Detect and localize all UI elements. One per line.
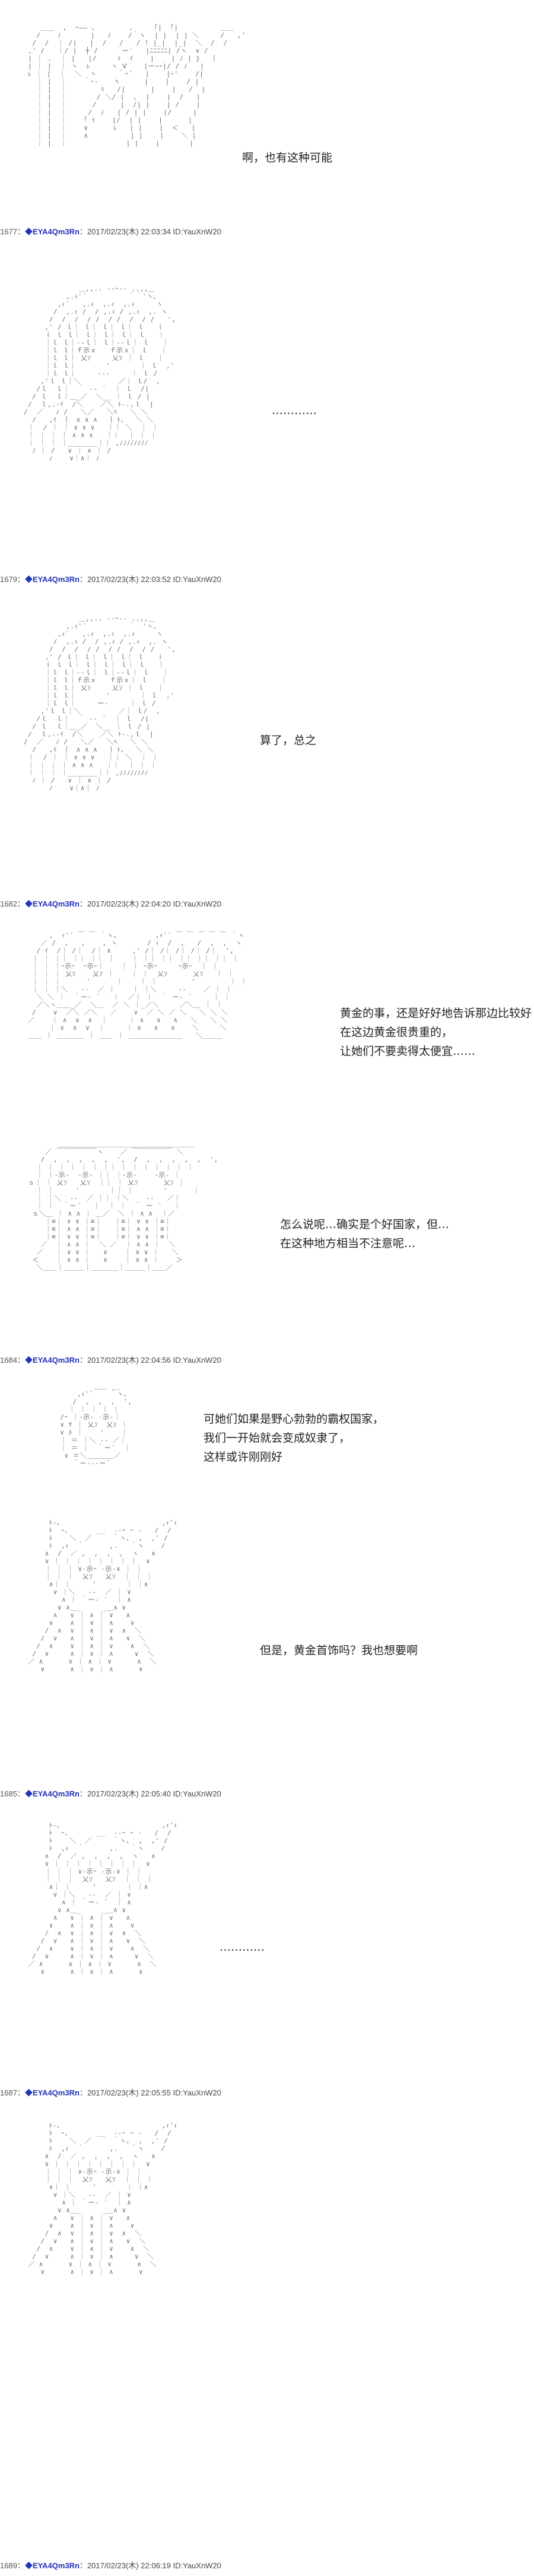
dialogue-line-4a: 黄金的事，还是好好地告诉那边比较好 (340, 1007, 532, 1020)
ascii-art-figure: ＿,,.. -‐ｰ‐- ..,,＿ ,.ｨ'´ ｀｀'ヽ､ ,ｨ´ ,.ｨ ,.… (24, 285, 176, 462)
dialogue-line-4b: 在这边黄金很贵重的， (340, 1026, 453, 1039)
trip-diamond-icon: ◆ (24, 1789, 33, 1798)
poster-name[interactable]: EYA4Qm3Rn (32, 1356, 80, 1365)
ascii-art-figure: ＿＿＿＿＿＿＿＿＿＿＿＿＿＿＿＿＿＿＿＿ ／ ￣￣￣￣￣￣ヽ ／ ￣￣￣￣￣￣ … (28, 1140, 218, 1271)
ascii-art-figure: ＿＿ , ｰ―― ､ , ｢| ｢| ＿＿ / ﾉ | ﾉ /｀ヽ | | | … (28, 24, 246, 147)
ascii-art-figure: ﾄ-､ ,ｨ'ｨ ﾄ ｰ、 __ -‐ｰ ｰ ‐ / / ﾄ ＼ ／ ｀ヽ､ ,… (28, 1519, 178, 1673)
ascii-art-figure: ＿,,.. -‐ｰ‐- ..,,＿ ,.ｨ'´ ｀｀'ヽ､ ,ｨ´ ,.ｨ ,.… (24, 615, 176, 792)
post-number[interactable]: 1682 (0, 899, 17, 908)
trip-diamond-icon: ◆ (24, 899, 33, 908)
post-header: 1682：◆EYA4Qm3Rn：2017/02/23(木) 22:04:20 I… (0, 899, 221, 908)
post-header: 1679：◆EYA4Qm3Rn：2017/02/23(木) 22:03:52 I… (0, 575, 221, 584)
trip-diamond-icon: ◆ (24, 2088, 33, 2097)
trip-diamond-icon: ◆ (24, 227, 33, 236)
post-number[interactable]: 1687 (0, 2088, 17, 2097)
poster-name[interactable]: EYA4Qm3Rn (32, 227, 80, 236)
poster-name[interactable]: EYA4Qm3Rn (32, 1789, 80, 1798)
post-datetime: ：2017/02/23(木) 22:03:34 ID:YauXnW20 (79, 227, 221, 236)
ascii-art-figure: ﾄ-､ ,ｨ'ｨ ﾄ ｰ、 __ -‐ｰ ｰ ‐ / / ﾄ ＼ ／ ｀ヽ､ ,… (28, 1821, 178, 1976)
trip-diamond-icon: ◆ (24, 1356, 33, 1365)
post-number[interactable]: 1679 (0, 575, 17, 584)
dialogue-line-6c: 这样或许刚刚好 (204, 1451, 283, 1464)
dialogue-line-2: ………… (272, 404, 317, 417)
ascii-art-figure: ＿＿ __ ,ｨ'´ ｀ヽ､ / , , , ', ｜ ｜ ｜ ｜ ｜ /ｰ ｜… (60, 1382, 132, 1467)
post-datetime: ：2017/02/23(木) 22:06:19 ID:YauXnW20 (79, 2561, 221, 2570)
post-number[interactable]: 1689 (0, 2561, 17, 2570)
poster-name[interactable]: EYA4Qm3Rn (32, 2088, 80, 2097)
dialogue-line-6a: 可她们如果是野心勃勃的霸权国家， (204, 1413, 384, 1426)
dialogue-line-5b: 在这种地方相当不注意呢… (280, 1237, 416, 1250)
post-header: 1689：◆EYA4Qm3Rn：2017/02/23(木) 22:06:19 I… (0, 2561, 221, 2570)
poster-name[interactable]: EYA4Qm3Rn (32, 2561, 80, 2570)
dialogue-line-4c: 让她们不要卖得太便宜…… (340, 1045, 476, 1058)
dialogue-line-3: 算了，总之 (260, 734, 317, 747)
post-datetime: ：2017/02/23(木) 22:04:56 ID:YauXnW20 (79, 1356, 221, 1365)
trip-diamond-icon: ◆ (24, 2561, 33, 2570)
post-number[interactable]: 1685 (0, 1789, 17, 1798)
post-number[interactable]: 1677 (0, 227, 17, 236)
post-header: 1687：◆EYA4Qm3Rn：2017/02/23(木) 22:05:55 I… (0, 2088, 221, 2097)
ascii-art-figure: ﾄ-､ ,ｨ'ｨ ﾄ ｰ、 __ -‐ｰ ｰ ‐ / / ﾄ ＼ ／ ｀ヽ､ ,… (28, 2122, 178, 2276)
poster-name[interactable]: EYA4Qm3Rn (32, 575, 80, 584)
dialogue-line-6b: 我们一开始就会变成奴隶了， (204, 1432, 351, 1445)
dialogue-line-8: ………… (220, 1941, 265, 1954)
trip-diamond-icon: ◆ (24, 575, 33, 584)
post-number[interactable]: 1684 (0, 1356, 17, 1365)
post-datetime: ：2017/02/23(木) 22:05:55 ID:YauXnW20 (79, 2088, 221, 2097)
dialogue-line-5a: 怎么说呢…确实是个好国家，但… (280, 1218, 450, 1231)
post-datetime: ：2017/02/23(木) 22:04:20 ID:YauXnW20 (79, 899, 221, 908)
post-header: 1677：◆EYA4Qm3Rn：2017/02/23(木) 22:03:34 I… (0, 227, 221, 236)
post-header: 1685：◆EYA4Qm3Rn：2017/02/23(木) 22:05:40 I… (0, 1789, 221, 1798)
dialogue-line-7: 但是，黄金首饰吗？我也想要啊 (260, 1644, 418, 1657)
ascii-art-figure: , ｨ'´ ￣ ￣ ｀ヽ､ ,ｨ'´ ￣ ￣ ￣ ￣ ￣ ｀ヽ ／ / , , … (28, 931, 247, 1039)
poster-name[interactable]: EYA4Qm3Rn (32, 899, 80, 908)
dialogue-line-1: 啊，也有这种可能 (242, 151, 333, 164)
post-datetime: ：2017/02/23(木) 22:03:52 ID:YauXnW20 (79, 575, 221, 584)
post-header: 1684：◆EYA4Qm3Rn：2017/02/23(木) 22:04:56 I… (0, 1356, 221, 1365)
post-datetime: ：2017/02/23(木) 22:05:40 ID:YauXnW20 (79, 1789, 221, 1798)
